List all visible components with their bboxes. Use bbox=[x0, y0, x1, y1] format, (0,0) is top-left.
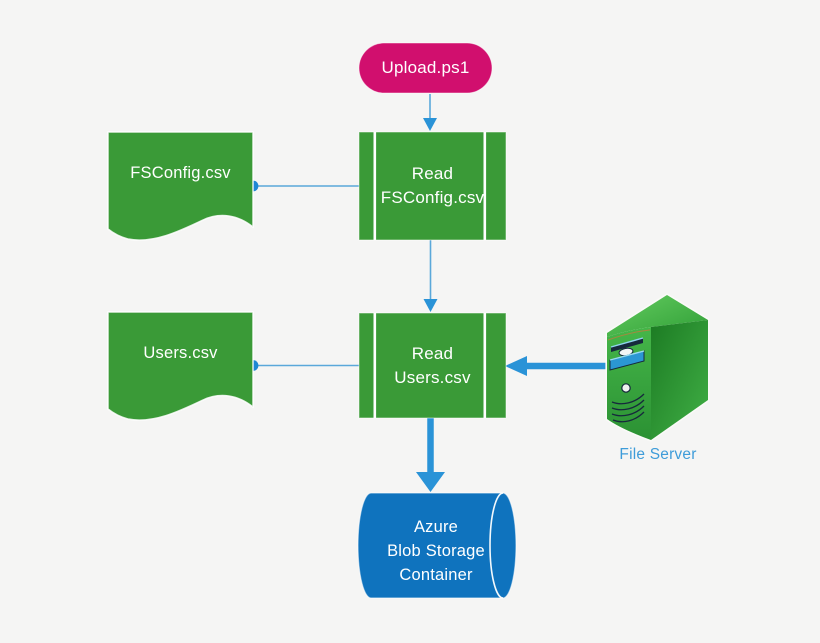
server-top-face bbox=[607, 295, 708, 337]
server-vent-4 bbox=[612, 411, 645, 423]
server-side-face bbox=[651, 320, 708, 440]
arrowhead-upload-to-read-fsconfig bbox=[423, 118, 437, 131]
server-vent-2 bbox=[611, 399, 645, 411]
server-drive-bay-1 bbox=[611, 338, 643, 352]
predefined-process-bar-left2 bbox=[373, 313, 377, 418]
process-read-fsconfig-shape bbox=[358, 131, 507, 241]
document-users-shape bbox=[107, 311, 254, 421]
document-fsconfig-shape bbox=[107, 131, 254, 241]
process-read-users-shape bbox=[358, 312, 507, 419]
connectors bbox=[247, 94, 607, 492]
predefined-process-bar-right bbox=[483, 132, 487, 240]
arrowhead-read-fsconfig-to-read-users bbox=[423, 299, 438, 312]
server-power-button bbox=[621, 383, 631, 393]
server-cap-line bbox=[607, 329, 651, 341]
file-server-icon bbox=[605, 293, 710, 442]
predefined-process-bar-left bbox=[373, 132, 377, 240]
server-drive-bay-2-highlight bbox=[609, 350, 645, 361]
arrowhead-server-to-read-users bbox=[505, 356, 527, 376]
server-vent-1 bbox=[611, 393, 645, 405]
server-drive-bay-1-highlight bbox=[610, 337, 644, 348]
storage-cylinder-shape bbox=[357, 492, 517, 599]
predefined-process-bar-right2 bbox=[483, 313, 487, 418]
storage-cylinder-end-arc bbox=[489, 492, 504, 599]
arrowhead-read-users-to-storage bbox=[416, 472, 445, 492]
terminator-upload-shape bbox=[358, 42, 493, 94]
server-vent-3 bbox=[611, 405, 645, 417]
